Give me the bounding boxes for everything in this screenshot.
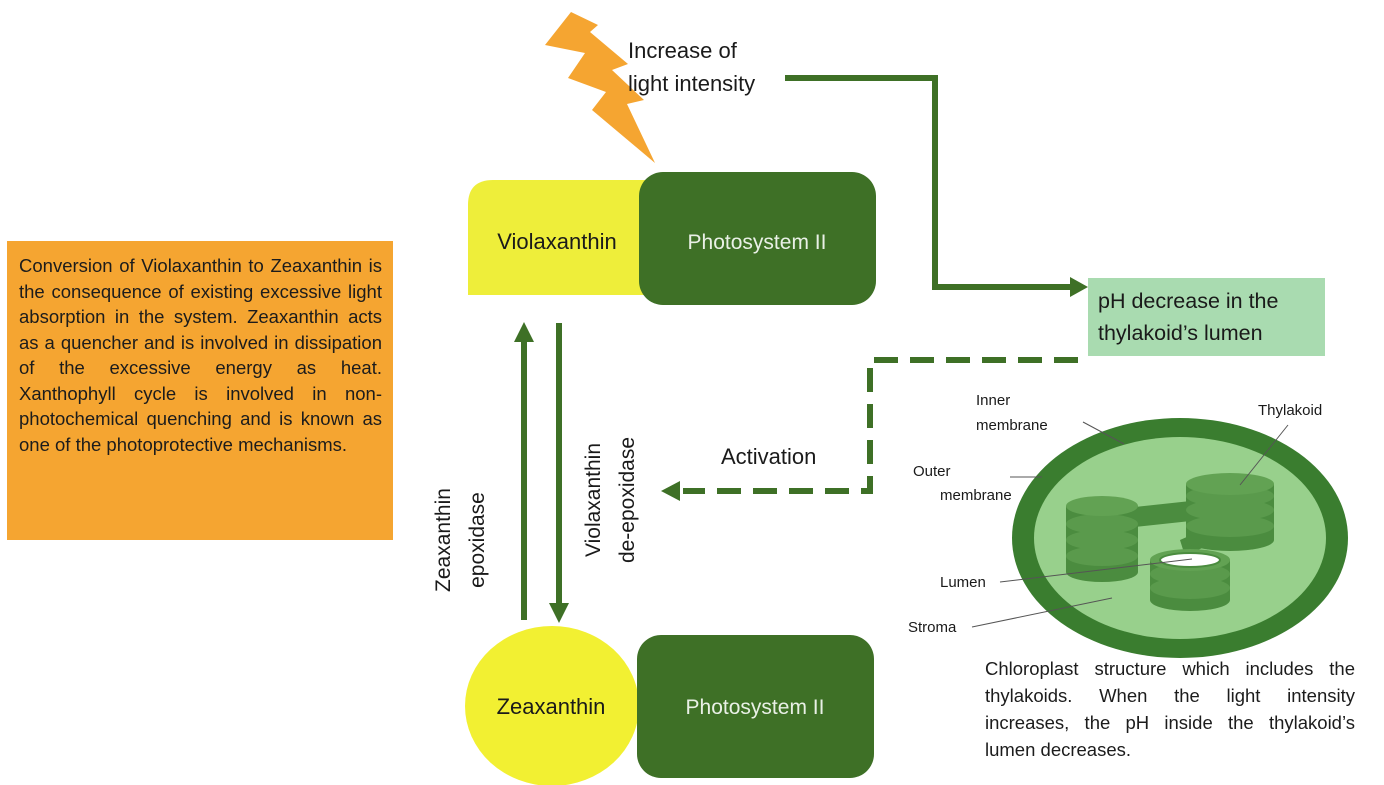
deepoxidase-arrowhead — [549, 603, 569, 623]
outer-membrane-label-line1: Outer — [913, 463, 951, 480]
zeaxanthin-epoxidase-label-line1: Zeaxanthin — [432, 488, 455, 592]
activation-dashed-arrow — [683, 357, 1078, 494]
chloroplast-illustration — [971, 418, 1348, 658]
chloroplast-caption: Chloroplast structure which includes the… — [985, 658, 1355, 760]
light-to-ph-arrow — [785, 75, 1072, 290]
photosystem-bottom-label: Photosystem II — [686, 696, 825, 719]
thylakoid-stack-left — [1066, 496, 1138, 582]
lumen-label: Lumen — [940, 574, 986, 591]
thylakoid-stack-right — [1186, 473, 1274, 551]
inner-membrane-label-line1: Inner — [976, 392, 1010, 409]
lightning-bolt-icon — [545, 12, 655, 163]
inner-membrane-label-line2: membrane — [976, 417, 1048, 434]
violaxanthin-deepoxidase-label-line1: Violaxanthin — [582, 443, 605, 557]
outer-membrane-label-line2: membrane — [940, 487, 1012, 504]
zeaxanthin-shape — [465, 626, 639, 785]
lumen-shape — [1159, 552, 1221, 568]
zeaxanthin-label: Zeaxanthin — [497, 694, 606, 719]
photosystem-top-label: Photosystem II — [688, 231, 827, 254]
thylakoid-stack-center — [1150, 549, 1230, 611]
epoxidase-arrowhead — [514, 322, 534, 342]
ph-decrease-box: pH decrease in the thylakoid’s lumen — [1088, 278, 1325, 356]
stroma-label: Stroma — [908, 619, 957, 636]
light-intensity-label-line2: light intensity — [628, 71, 755, 96]
xanthophyll-info-box: Conversion of Violaxanthin to Zeaxanthin… — [7, 241, 393, 540]
zeaxanthin-epoxidase-label-line2: epoxidase — [466, 492, 489, 588]
violaxanthin-shape — [468, 180, 655, 295]
thylakoid-label: Thylakoid — [1258, 402, 1322, 419]
violaxanthin-label: Violaxanthin — [497, 229, 616, 254]
activation-arrowhead — [661, 481, 680, 501]
light-intensity-label-line1: Increase of — [628, 38, 738, 63]
photosystem-top-box — [639, 172, 876, 305]
violaxanthin-deepoxidase-label-line2: de-epoxidase — [616, 437, 639, 563]
photosystem-bottom-box — [637, 635, 874, 778]
light-to-ph-arrowhead — [1070, 277, 1088, 297]
activation-label: Activation — [721, 444, 816, 469]
